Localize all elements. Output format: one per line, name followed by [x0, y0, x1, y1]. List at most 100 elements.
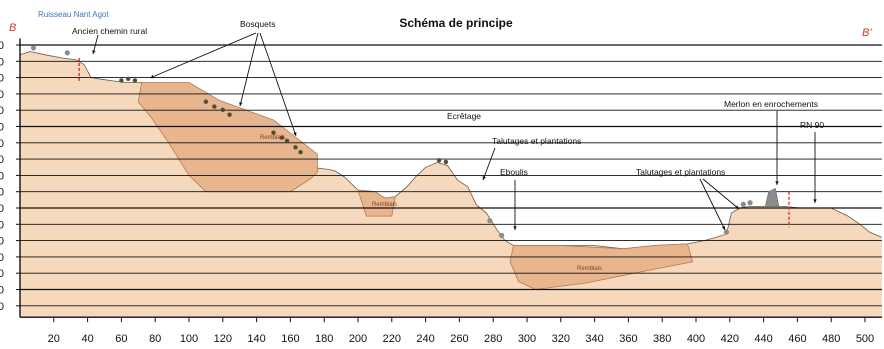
y-tick-label: 670 — [0, 170, 4, 182]
shrub — [298, 150, 303, 155]
ecretage-label: Ecrêtage — [447, 111, 481, 121]
shrub — [212, 104, 217, 109]
y-tick-label: 620 — [0, 252, 4, 264]
x-tick-label: 200 — [349, 333, 367, 345]
x-tick-label: 280 — [484, 333, 502, 345]
rock — [487, 218, 493, 224]
eboulis-leader-arrow — [513, 226, 517, 230]
rock — [64, 50, 70, 56]
diagram-title: Schéma de principe — [399, 16, 513, 30]
shrub — [279, 135, 285, 140]
x-tick-label: 360 — [619, 333, 637, 345]
x-tick-label: 380 — [653, 333, 671, 345]
y-tick-label: 710 — [0, 105, 4, 117]
talutages-label-2: Talutages et plantations — [636, 167, 725, 177]
x-tick-label: 240 — [416, 333, 434, 345]
talutages-leader-1-arrow — [482, 176, 486, 180]
x-tick-label: 20 — [48, 333, 60, 345]
merlon-label: Merlon en enrochements — [724, 99, 818, 109]
x-tick-label: 500 — [856, 333, 874, 345]
x-tick-label: 220 — [383, 333, 401, 345]
remblais-label-1: Remblais — [260, 135, 285, 141]
y-tick-label: 590 — [0, 301, 4, 313]
rock — [747, 200, 753, 206]
y-tick-label: 750 — [0, 40, 4, 52]
section-end-label: B' — [862, 27, 872, 39]
bosquets-leader-2 — [239, 32, 259, 107]
talutages-label-1: Talutages et plantations — [492, 136, 581, 146]
bosquets-leader-1-arrow — [150, 74, 154, 79]
section-markers — [78, 58, 790, 228]
y-tick-label: 690 — [0, 138, 4, 150]
rock — [723, 229, 730, 235]
bosquets-label: Bosquets — [240, 19, 275, 29]
x-tick-label: 440 — [754, 333, 772, 345]
vegetation-and-rocks — [30, 45, 780, 238]
x-tick-label: 320 — [552, 333, 570, 345]
x-tick-label: 340 — [585, 333, 603, 345]
shrub — [443, 159, 449, 165]
talutages-leader-2b — [702, 178, 740, 210]
shrub — [284, 138, 290, 143]
y-tick-label: 730 — [0, 73, 4, 85]
section-start-label: B — [9, 22, 16, 34]
x-tick-label: 140 — [247, 333, 265, 345]
x-tick-label: 180 — [315, 333, 333, 345]
shrub — [271, 130, 276, 135]
rock — [499, 232, 505, 238]
x-tick-label: 100 — [180, 333, 198, 345]
y-tick-label: 680 — [0, 154, 4, 166]
x-tick-label: 260 — [450, 333, 468, 345]
y-tick-label: 650 — [0, 203, 4, 215]
annotation-leaders — [92, 32, 817, 231]
shrub — [293, 145, 298, 150]
talutages-leader-2b-arrow — [735, 205, 739, 209]
shrub — [436, 158, 442, 163]
bosquets-leader-3 — [259, 32, 297, 137]
bosquets-leader-3-arrow — [293, 132, 297, 136]
axes: 750 740 730 720 710 700 690 680 670 660 650 640 630 6… — [0, 38, 882, 345]
chemin-label: Ancien chemin rural — [72, 26, 147, 36]
rn90-leader-arrow — [813, 199, 817, 203]
x-tick-label: 40 — [81, 333, 93, 345]
shrub — [132, 78, 138, 83]
remblais-label-3: Remblais — [577, 266, 602, 272]
x-tick-label: 400 — [687, 333, 705, 345]
y-tick-label: 660 — [0, 187, 4, 199]
elevation-grid — [20, 44, 882, 307]
x-tick-label: 300 — [518, 333, 536, 345]
shrub — [203, 99, 209, 104]
shrub — [119, 78, 124, 83]
y-tick-label: 720 — [0, 89, 4, 101]
merlon-shape — [764, 187, 780, 207]
x-tick-label: 160 — [281, 333, 299, 345]
eboulis-label: Eboulis — [500, 167, 528, 177]
bosquets-leader-1 — [149, 32, 257, 79]
shrub — [125, 76, 131, 82]
x-tick-label: 420 — [721, 333, 739, 345]
y-tick-label: 700 — [0, 122, 4, 134]
x-tick-label: 120 — [214, 333, 232, 345]
x-tick-label: 460 — [788, 333, 806, 345]
y-tick-label: 630 — [0, 236, 4, 248]
rock — [740, 201, 746, 207]
talutages-leader-1 — [482, 147, 496, 181]
remblais-label-2: Remblais — [372, 202, 397, 208]
shrub — [220, 107, 225, 113]
x-tick-label: 80 — [149, 333, 161, 345]
talutages-leader-2a — [699, 178, 726, 231]
x-tick-label: 480 — [822, 333, 840, 345]
bosquets-leader-2-arrow — [239, 102, 243, 106]
y-tick-label: 740 — [0, 56, 4, 68]
remblais-zone-lower — [509, 243, 694, 290]
ruisseau-label: Ruisseau Nant Agot — [38, 10, 109, 19]
chemin-leader-arrow — [92, 50, 96, 54]
x-tick-label: 60 — [115, 333, 127, 345]
rn90-label: RN 90 — [800, 120, 824, 130]
y-tick-label: 640 — [0, 219, 4, 231]
shrub — [227, 112, 232, 117]
y-tick-label: 610 — [0, 268, 4, 280]
rock — [30, 45, 37, 51]
y-tick-label: 600 — [0, 285, 4, 297]
